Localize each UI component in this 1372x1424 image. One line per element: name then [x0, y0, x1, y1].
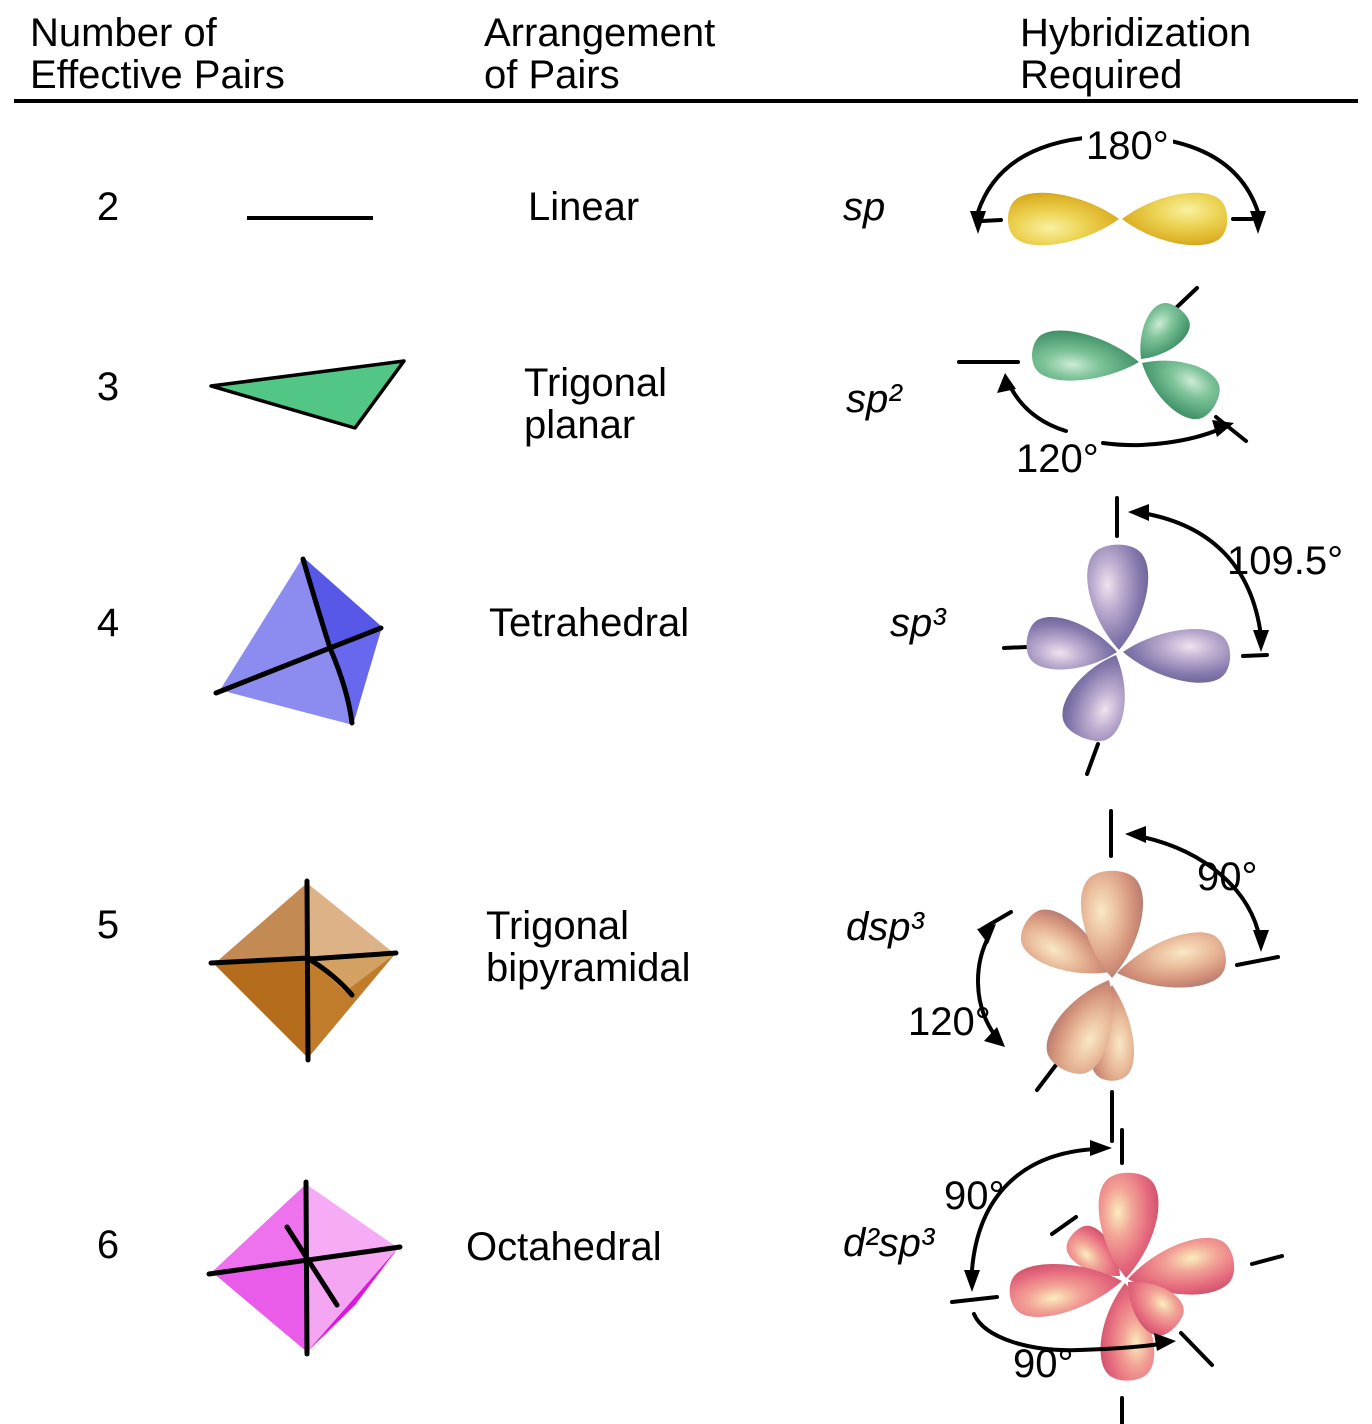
row-trigonal-bipyramidal-arrangement-label: Trigonal bipyramidal — [486, 904, 691, 990]
angle-arc-120 — [976, 934, 996, 1036]
arrowhead-icon — [977, 924, 996, 944]
arrowhead-icon — [1253, 630, 1269, 652]
axis-tick — [1179, 1331, 1214, 1367]
row-linear-pairs-count: 2 — [96, 185, 120, 229]
orbital-lobe — [1121, 625, 1232, 685]
tetrahedron-face — [220, 557, 353, 725]
octahedron-shape — [206, 1179, 403, 1357]
trigonal-bipyramid-shape — [208, 878, 399, 1063]
row-linear-hybridization-label: sp — [843, 185, 886, 229]
axis-tick — [1241, 653, 1269, 658]
arrowhead-icon — [1154, 1333, 1176, 1351]
trigonal-planar-shape — [209, 359, 406, 430]
axis-tick — [980, 910, 1013, 931]
bond-line — [306, 956, 355, 998]
sp3-orbital-illustration — [1002, 496, 1269, 776]
row-trigonal-planar-pairs-count: 3 — [96, 365, 120, 409]
axis-tick — [1235, 955, 1280, 967]
angle-label-90-bottom: 90° — [1013, 1342, 1074, 1386]
axis-tick — [1214, 415, 1248, 443]
sp2-orbital-illustration — [957, 286, 1248, 447]
row-trigonal-planar-hybridization-label: sp² — [846, 377, 902, 421]
axis-tick — [1050, 1215, 1078, 1236]
bond-line — [327, 645, 355, 726]
bond-line — [303, 1179, 310, 1357]
arrowhead-icon — [1212, 420, 1234, 437]
header-hybridization-required: Hybridization Required — [1020, 11, 1252, 97]
row-octahedral-hybridization-label: d²sp³ — [843, 1221, 935, 1265]
axis-tick — [950, 1295, 999, 1304]
arrowhead-icon — [984, 1027, 1005, 1047]
arrowhead-icon — [1128, 504, 1149, 521]
angle-label-180: 180° — [1082, 124, 1173, 168]
arrowhead-icon — [964, 1270, 980, 1292]
orbital-lobe — [1030, 327, 1142, 387]
dsp3-orbital-illustration — [976, 809, 1280, 1143]
bond-line — [304, 878, 311, 1063]
angle-arc-90 — [970, 1147, 1098, 1272]
row-tetrahedral-arrangement-label: Tetrahedral — [489, 601, 690, 645]
bond-line — [206, 1244, 403, 1277]
angle-arc-90 — [1136, 834, 1262, 942]
linear-arrangement-shape — [247, 216, 373, 220]
axis-tick — [1250, 1254, 1284, 1266]
arrowhead-icon — [1250, 211, 1266, 234]
arrowhead-icon — [1125, 826, 1146, 843]
axis-tick — [1175, 286, 1199, 309]
header-divider-rule — [14, 99, 1358, 103]
header-arrangement-of-pairs: Arrangement of Pairs — [484, 11, 716, 97]
bipyramid-face — [309, 954, 395, 992]
arrowhead-icon — [970, 211, 986, 234]
angle-arc-120 — [1006, 380, 1068, 433]
axis-tick — [1002, 645, 1029, 650]
bond-line — [306, 950, 399, 962]
row-tetrahedral-hybridization-label: sp³ — [890, 601, 946, 645]
angle-label-109-5: 109.5° — [1227, 539, 1344, 583]
angle-arc-120 — [1101, 427, 1222, 447]
angle-arc-109 — [1140, 511, 1263, 638]
row-trigonal-bipyramidal-pairs-count: 5 — [96, 903, 120, 947]
orbital-lobe — [1122, 192, 1228, 246]
angle-label-120: 120° — [1016, 437, 1099, 481]
angle-arc-90 — [972, 1312, 1162, 1353]
d2sp3-orbital-illustration — [950, 1128, 1284, 1424]
axis-tick — [1085, 742, 1100, 776]
row-octahedral-pairs-count: 6 — [96, 1223, 120, 1267]
arrowhead-icon — [1090, 1140, 1112, 1156]
octahedron-face — [306, 1184, 398, 1262]
axis-tick — [980, 218, 1003, 223]
angle-label-90-top: 90° — [944, 1174, 1005, 1218]
octahedron-face — [212, 1262, 308, 1352]
row-trigonal-planar-arrangement-label: Trigonal planar — [524, 361, 668, 447]
bipyramid-face — [308, 954, 395, 1058]
orbital-lobe — [1007, 192, 1119, 246]
row-octahedral-arrangement-label: Octahedral — [466, 1225, 662, 1269]
bipyramid-face — [214, 957, 309, 1058]
arrowhead-icon — [997, 373, 1016, 393]
bond-line — [284, 1224, 340, 1308]
octahedron-face — [307, 1248, 398, 1352]
header-number-of-effective-pairs: Number of Effective Pairs — [30, 11, 285, 97]
bond-line — [213, 645, 333, 696]
bond-line — [208, 955, 312, 966]
bipyramid-face — [214, 883, 309, 964]
triangle-shape — [209, 359, 406, 430]
bond-line — [327, 625, 384, 651]
angle-label-90: 90° — [1197, 855, 1258, 899]
row-tetrahedral-pairs-count: 4 — [96, 601, 120, 645]
tetrahedron-face — [303, 557, 382, 648]
bond-line — [300, 556, 333, 651]
row-trigonal-bipyramidal-hybridization-label: dsp³ — [846, 905, 924, 949]
arrowhead-icon — [1253, 930, 1269, 952]
octahedron-face — [212, 1184, 308, 1272]
bipyramid-face — [307, 883, 395, 957]
row-linear-arrangement-label: Linear — [528, 185, 640, 229]
tetrahedron-shape — [213, 556, 384, 726]
angle-label-120: 120° — [908, 1000, 991, 1044]
